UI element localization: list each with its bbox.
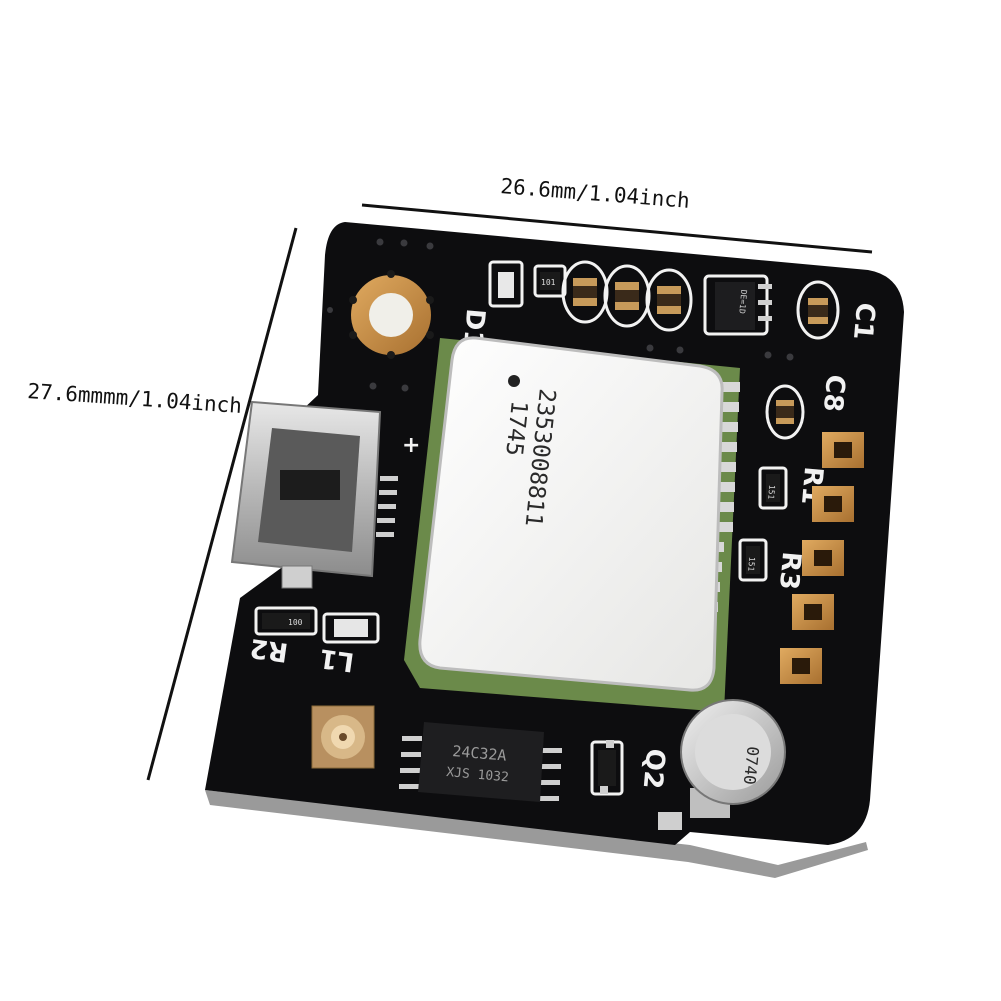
- vias: [327, 238, 794, 392]
- height-dimension-label: 27.6mmmm/1.04inch: [27, 379, 243, 418]
- height-dimension-line: [146, 227, 298, 781]
- r2-value: 100: [288, 618, 303, 627]
- label-r3: R3: [773, 550, 806, 591]
- resistor-r1: 151: [758, 466, 788, 510]
- width-dimension-line: [361, 203, 873, 254]
- inductor-l1: [322, 612, 380, 644]
- header-pads: [780, 432, 864, 684]
- label-q2: Q2: [637, 747, 670, 790]
- cap-mark: 101: [541, 278, 556, 287]
- resistor-r3: 151: [738, 538, 768, 582]
- backup-battery: 0740: [680, 699, 786, 818]
- label-r2: R2: [248, 632, 290, 667]
- capacitor-c8: [765, 384, 805, 440]
- resistor-r2: 100: [254, 606, 318, 636]
- top-components: 101 DE=1D: [488, 260, 840, 340]
- r1-value: 151: [766, 484, 776, 499]
- eeprom-chip: 24C32A XJS 1032: [399, 722, 562, 802]
- ufl-antenna-connector: [311, 705, 375, 769]
- r3-value: 151: [746, 556, 756, 571]
- eeprom-part-number: 24C32A: [452, 742, 508, 765]
- battery-label: 0740: [740, 745, 763, 785]
- gps-shield-can: [418, 336, 724, 692]
- label-c8: C8: [817, 373, 850, 413]
- transistor-q2: [590, 740, 624, 796]
- pcb-edge: [205, 790, 868, 878]
- width-dimension-label: 26.6mm/1.04inch: [500, 174, 691, 213]
- label-plus: +: [402, 433, 420, 458]
- regulator-mark: DE=1D: [737, 289, 748, 314]
- label-l1: L1: [317, 642, 356, 677]
- eeprom-lot-code: XJS 1032: [446, 765, 510, 785]
- micro-usb-connector: [230, 400, 398, 589]
- label-c1: C1: [847, 301, 880, 341]
- module-pin1-dot: [508, 375, 520, 387]
- small-cap: [658, 812, 682, 830]
- module-date-code: 1745: [500, 399, 532, 457]
- mounting-hole: [349, 270, 434, 359]
